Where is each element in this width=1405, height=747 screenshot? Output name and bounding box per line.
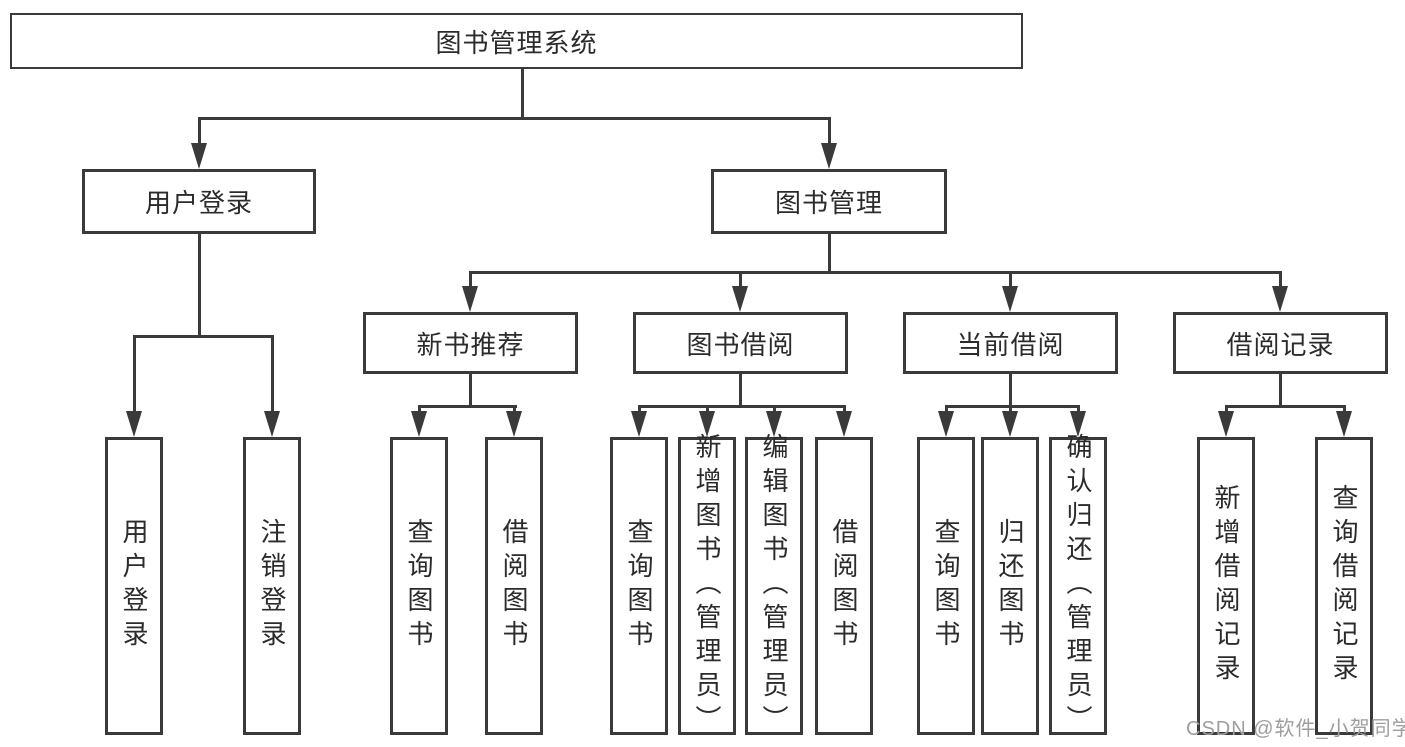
arrowhead-down [631, 411, 647, 437]
connector-vline [513, 405, 516, 413]
connector-vline [828, 234, 831, 274]
connector-vline [1009, 374, 1012, 408]
arrowhead-down [766, 411, 782, 437]
connector-vline [198, 117, 201, 145]
arrowhead-down [411, 411, 427, 437]
connector-vline [1225, 405, 1228, 413]
arrowhead-down [1070, 411, 1086, 437]
node-borrowing-records: 借阅记录 [1173, 312, 1388, 374]
connector-hline [133, 335, 274, 338]
arrowhead-down [699, 411, 715, 437]
node-leaf-logout: 注销登录 [243, 437, 301, 735]
connector-vline [828, 117, 831, 145]
node-leaf-bb-edit-books-admin: 编辑图书（管理员） [745, 433, 803, 739]
connector-vline [521, 69, 524, 120]
connector-vline [1343, 405, 1346, 413]
connector-hline [638, 405, 846, 408]
node-borrowing-records-label: 借阅记录 [1226, 329, 1335, 360]
arrowhead-down [462, 286, 478, 312]
connector-vline [1009, 271, 1012, 287]
node-leaf-user-login-label: 用户登录 [119, 518, 149, 654]
arrowhead-down [506, 411, 522, 437]
connector-vline [843, 405, 846, 413]
node-book-management-label: 图书管理 [774, 188, 883, 218]
connector-hline [418, 405, 517, 408]
node-user-login: 用户登录 [82, 169, 316, 234]
arrowhead-down [1272, 286, 1288, 312]
arrowhead-down [1336, 411, 1352, 437]
node-book-management: 图书管理 [711, 169, 947, 234]
node-leaf-nb-borrow-books-label: 借阅图书 [499, 518, 529, 654]
arrowhead-down [1002, 286, 1018, 312]
connector-vline [739, 271, 742, 287]
node-leaf-nb-query-books-label: 查询图书 [404, 518, 434, 654]
connector-hline [945, 405, 1080, 408]
arrowhead-down [1218, 411, 1234, 437]
node-leaf-bb-query-books: 查询图书 [610, 437, 668, 735]
node-leaf-nb-borrow-books: 借阅图书 [485, 437, 543, 735]
arrowhead-down [732, 286, 748, 312]
connector-hline [469, 271, 1282, 274]
node-leaf-br-add-record-label: 新增借阅记录 [1211, 484, 1241, 688]
connector-vline [773, 405, 776, 413]
node-root: 图书管理系统 [10, 13, 1023, 69]
node-leaf-nb-query-books: 查询图书 [390, 437, 448, 735]
node-book-borrowing-label: 图书借阅 [686, 329, 795, 360]
connector-vline [418, 405, 421, 413]
node-leaf-cb-query-books: 查询图书 [917, 437, 975, 735]
node-leaf-cb-confirm-return-admin-label: 确认归还（管理员） [1063, 433, 1093, 739]
node-user-login-label: 用户登录 [144, 188, 253, 218]
connector-vline [198, 234, 201, 337]
connector-vline [1279, 271, 1282, 287]
node-book-borrowing: 图书借阅 [633, 312, 848, 374]
node-root-label: 图书管理系统 [435, 27, 598, 58]
arrowhead-down [126, 411, 142, 437]
connector-vline [945, 405, 948, 413]
node-current-borrowing-label: 当前借阅 [956, 329, 1065, 360]
connector-vline [469, 374, 472, 408]
connector-vline [1279, 374, 1282, 408]
arrowhead-down [264, 411, 280, 437]
connector-vline [1009, 405, 1012, 413]
arrowhead-down [938, 411, 954, 437]
connector-vline [133, 335, 136, 411]
node-leaf-bb-query-books-label: 查询图书 [624, 518, 654, 654]
watermark: CSDN @软件_小贺同学 [1186, 718, 1405, 740]
node-leaf-bb-add-books-admin: 新增图书（管理员） [678, 433, 736, 739]
node-leaf-br-query-record: 查询借阅记录 [1315, 437, 1373, 735]
arrowhead-down [1002, 411, 1018, 437]
node-leaf-logout-label: 注销登录 [257, 518, 287, 654]
node-new-book-recommend-label: 新书推荐 [416, 329, 525, 360]
node-leaf-br-query-record-label: 查询借阅记录 [1329, 484, 1359, 688]
node-leaf-user-login: 用户登录 [105, 437, 163, 735]
node-leaf-cb-return-books: 归还图书 [981, 437, 1039, 735]
arrowhead-down [821, 143, 837, 169]
node-leaf-bb-edit-books-admin-label: 编辑图书（管理员） [759, 433, 789, 739]
arrowhead-down [836, 411, 852, 437]
node-leaf-bb-borrow-books: 借阅图书 [815, 437, 873, 735]
connector-hline [1225, 405, 1346, 408]
connector-vline [739, 374, 742, 408]
connector-vline [469, 271, 472, 287]
node-leaf-cb-confirm-return-admin: 确认归还（管理员） [1049, 433, 1107, 739]
connector-vline [638, 405, 641, 413]
node-leaf-br-add-record: 新增借阅记录 [1197, 437, 1255, 735]
connector-vline [1077, 405, 1080, 413]
node-new-book-recommend: 新书推荐 [363, 312, 578, 374]
arrowhead-down [191, 143, 207, 169]
connector-vline [706, 405, 709, 413]
connector-vline [271, 335, 274, 411]
node-leaf-cb-query-books-label: 查询图书 [931, 518, 961, 654]
node-leaf-bb-add-books-admin-label: 新增图书（管理员） [692, 433, 722, 739]
node-leaf-cb-return-books-label: 归还图书 [995, 518, 1025, 654]
connector-hline [198, 117, 830, 120]
node-leaf-bb-borrow-books-label: 借阅图书 [829, 518, 859, 654]
node-current-borrowing: 当前借阅 [903, 312, 1118, 374]
